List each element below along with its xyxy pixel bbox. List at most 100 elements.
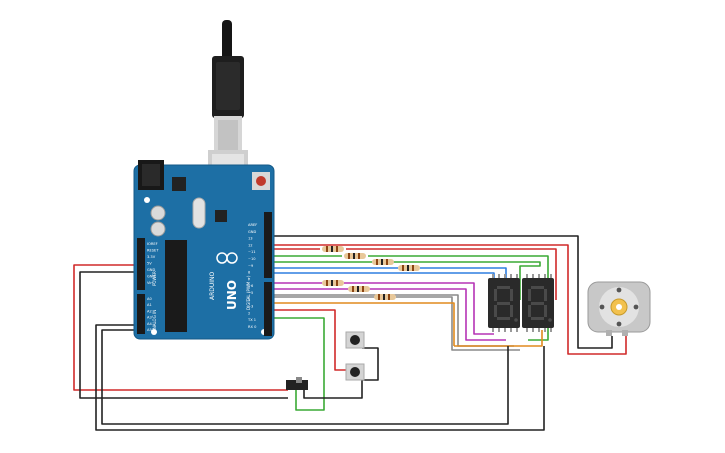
pin-label: A1 bbox=[147, 303, 152, 307]
pin-label: GND bbox=[147, 268, 155, 272]
display-segment bbox=[497, 302, 510, 305]
display-segment bbox=[531, 317, 544, 320]
resistor[interactable] bbox=[322, 280, 344, 286]
wire-black-bottom-2[interactable] bbox=[101, 329, 509, 425]
wire-red-motor[interactable] bbox=[270, 244, 627, 355]
arduino-uno-board[interactable]: ARDUINO UNO POWER ANALOG IN DIGITAL (PWM… bbox=[133, 160, 275, 340]
wire-gray-display[interactable] bbox=[396, 296, 520, 351]
wire-black-button[interactable] bbox=[362, 347, 379, 381]
power-section-label: POWER bbox=[152, 271, 157, 286]
display-segment bbox=[528, 305, 531, 317]
board-model: UNO bbox=[225, 280, 239, 310]
wire-purple-display-2[interactable] bbox=[368, 288, 506, 341]
pin-label: IOREF bbox=[147, 242, 158, 246]
analog-header[interactable] bbox=[137, 294, 145, 334]
wires bbox=[73, 235, 627, 431]
pin-label: 12 bbox=[248, 243, 253, 247]
display-segment bbox=[497, 286, 510, 289]
display-segment bbox=[510, 305, 513, 317]
display-segment bbox=[528, 289, 531, 301]
pin-label: 8 bbox=[248, 271, 251, 275]
display-segment bbox=[497, 317, 510, 320]
decimal-point bbox=[548, 318, 552, 322]
wire-purple-display[interactable] bbox=[344, 282, 494, 335]
resistor[interactable] bbox=[398, 265, 420, 271]
digital-header-low[interactable] bbox=[264, 282, 272, 336]
pin-label: ~6 bbox=[248, 284, 254, 288]
analog-section-label: ANALOG IN bbox=[152, 310, 157, 332]
pin-label: A4 bbox=[147, 322, 152, 326]
wire-black-motor[interactable] bbox=[270, 235, 613, 349]
capacitor bbox=[150, 221, 166, 237]
resistors bbox=[322, 246, 420, 300]
wire-orange-display[interactable] bbox=[450, 302, 455, 346]
pin-label: ~5 bbox=[248, 291, 253, 295]
voltage-regulator bbox=[172, 177, 186, 191]
pin-label: A5 bbox=[147, 328, 152, 332]
pin-label: RESET bbox=[147, 249, 159, 253]
crystal bbox=[192, 197, 206, 229]
digital-section-label: DIGITAL (PWM ~) bbox=[246, 275, 251, 310]
pin-label: GND bbox=[147, 275, 155, 279]
pin-label: 4 bbox=[248, 298, 251, 302]
pin-label: RX 0 bbox=[248, 325, 257, 329]
seven-segment-displays bbox=[488, 274, 554, 332]
seven-segment-display[interactable] bbox=[488, 274, 520, 332]
wire-red-5v[interactable] bbox=[73, 264, 288, 391]
capacitor bbox=[150, 205, 166, 221]
pin-label: Vin bbox=[147, 281, 153, 285]
pin-label: A2 bbox=[147, 309, 152, 313]
pin-label: ~3 bbox=[248, 305, 253, 309]
display-segment bbox=[531, 286, 544, 289]
resistor[interactable] bbox=[344, 253, 366, 259]
display-segment bbox=[494, 289, 497, 301]
pin-label: A3 bbox=[147, 316, 152, 320]
resistor[interactable] bbox=[348, 286, 370, 292]
push-button-top[interactable] bbox=[345, 331, 365, 349]
pin-label: 5V bbox=[147, 262, 152, 266]
mounting-hole bbox=[151, 329, 157, 335]
wire-green-switch[interactable] bbox=[270, 317, 325, 411]
push-button-bottom[interactable] bbox=[345, 363, 365, 381]
pin-label: ~9 bbox=[248, 264, 254, 268]
resistor[interactable] bbox=[372, 259, 394, 265]
board-brand: ARDUINO bbox=[209, 271, 216, 300]
pin-label: ~11 bbox=[248, 250, 256, 254]
power-header[interactable] bbox=[137, 238, 145, 290]
slide-switch[interactable] bbox=[286, 377, 308, 390]
pin-label: A0 bbox=[147, 297, 152, 301]
wire-green-display-2[interactable] bbox=[392, 261, 541, 300]
pin-label: TX 1 bbox=[247, 318, 256, 322]
resistor[interactable] bbox=[322, 246, 344, 252]
display-segment bbox=[544, 289, 547, 301]
display-segment bbox=[544, 305, 547, 317]
pin-label: AREF bbox=[248, 223, 257, 227]
display-segment bbox=[510, 289, 513, 301]
atmega-chip bbox=[165, 240, 187, 332]
wire-black-gnd[interactable] bbox=[79, 271, 288, 399]
resistor[interactable] bbox=[374, 294, 396, 300]
usb-chip bbox=[215, 210, 227, 222]
dc-motor[interactable] bbox=[587, 281, 651, 336]
digital-pin-labels: AREF GND 13 12 ~11 ~10 ~9 8 7 ~6 ~5 4 ~3 2 TX 1 RX 0 bbox=[247, 223, 257, 329]
arduino-logo-icon bbox=[216, 252, 238, 264]
pin-label: 7 bbox=[248, 277, 250, 281]
digital-header-high[interactable] bbox=[264, 212, 272, 278]
wire-black-switch[interactable] bbox=[303, 380, 363, 399]
wire-red-2[interactable] bbox=[270, 309, 355, 371]
power-pin-labels: IOREF RESET 3.3V 5V GND GND Vin bbox=[147, 242, 159, 285]
pin-label: 3.3V bbox=[147, 255, 156, 259]
pin-label: GND bbox=[248, 230, 256, 234]
seven-segment-display[interactable] bbox=[522, 274, 554, 332]
pin-label: 13 bbox=[248, 237, 253, 241]
wire-red-display[interactable] bbox=[346, 248, 557, 300]
display-segment bbox=[494, 305, 497, 317]
wire-black-bottom-1[interactable] bbox=[95, 324, 545, 431]
pin-label: ~10 bbox=[248, 257, 256, 261]
decimal-point bbox=[514, 318, 518, 322]
mounting-hole bbox=[144, 197, 150, 203]
pin-label: 2 bbox=[248, 311, 250, 315]
wire-orange-display-2[interactable] bbox=[454, 330, 543, 347]
